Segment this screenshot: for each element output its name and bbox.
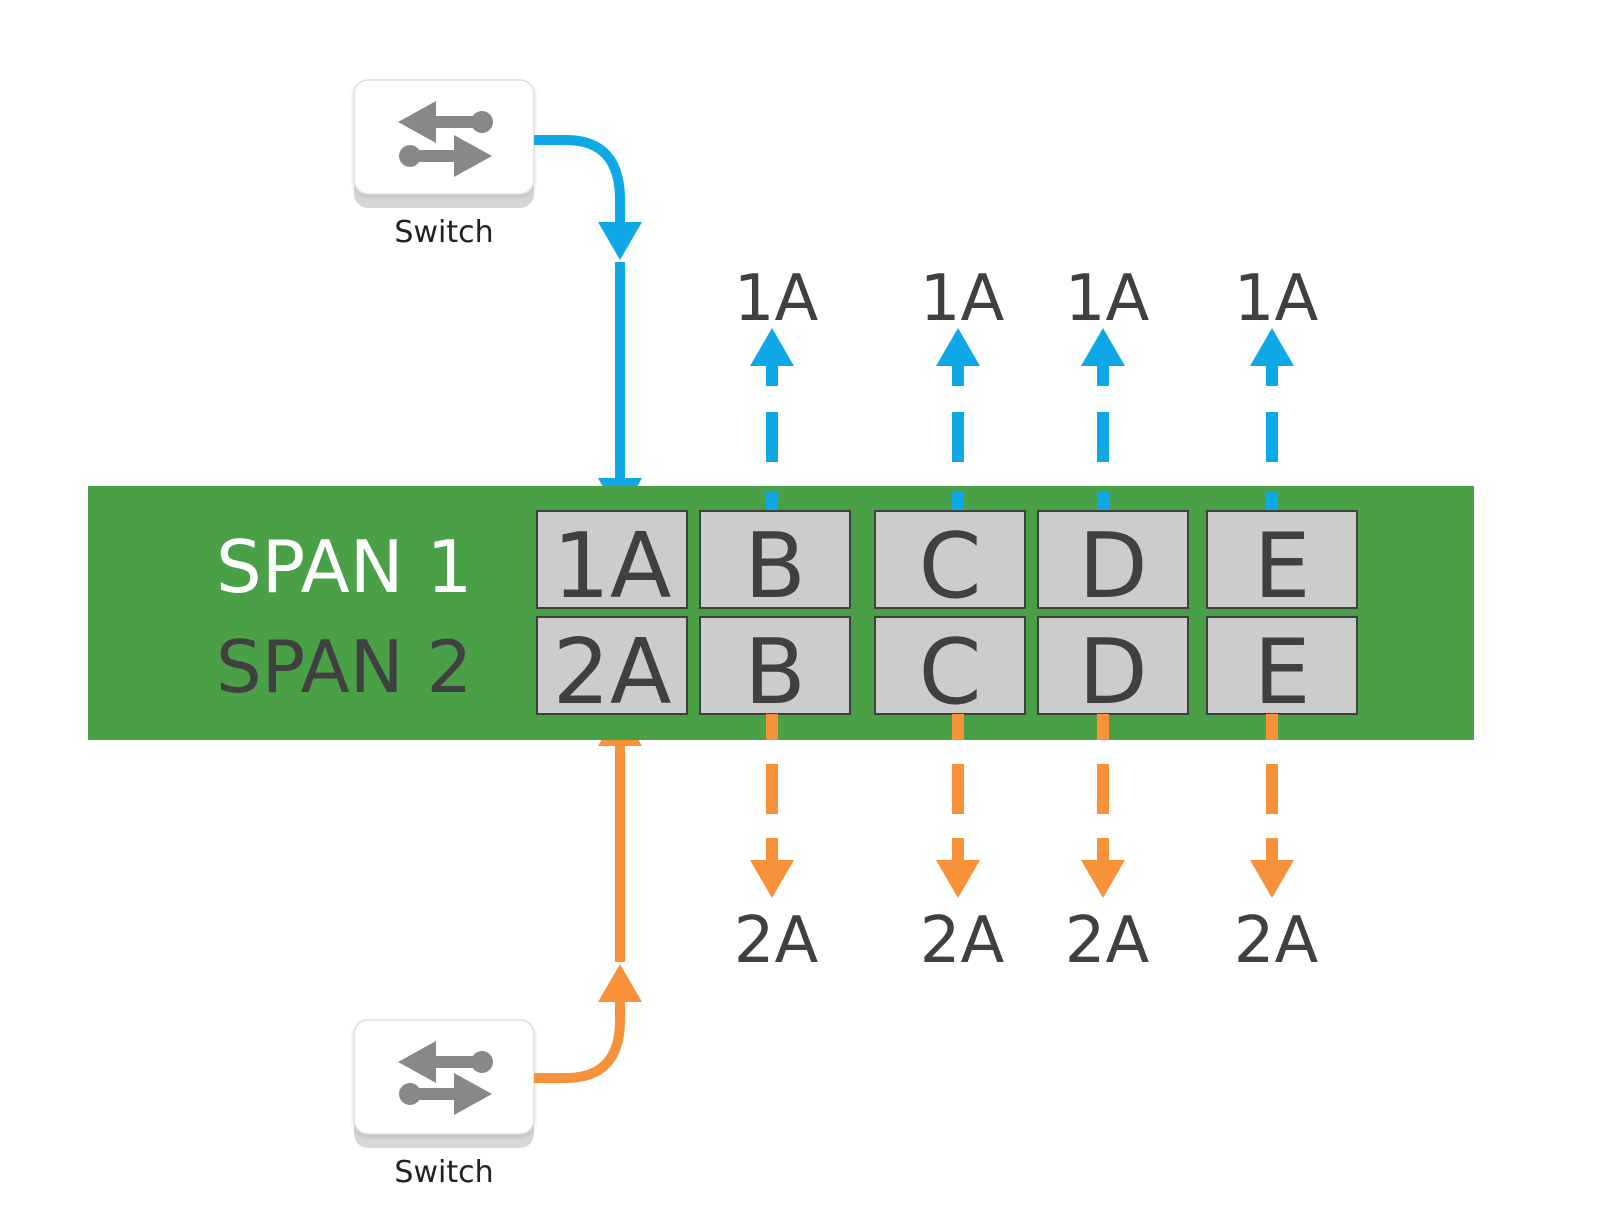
arrow-down-icon [936, 860, 980, 898]
port-label: B [744, 514, 806, 619]
span2-output-4: 2A [1234, 714, 1319, 978]
switch-label: Switch [394, 215, 493, 250]
port-label: C [919, 514, 982, 619]
arrow-down-icon [598, 222, 642, 260]
arrow-up-icon [1250, 328, 1294, 366]
span2-ingress-flow [534, 708, 642, 1083]
destination-label: 1A [1234, 262, 1319, 336]
arrow-down-icon [750, 860, 794, 898]
span2-output-1: 2A [734, 714, 819, 978]
destination-label: 2A [1234, 904, 1319, 978]
arrow-up-icon [1081, 328, 1125, 366]
span1-port-5: E [1206, 510, 1358, 619]
span1-port-1: 1A [536, 510, 688, 619]
span1-output-4: 1A [1234, 262, 1319, 510]
switch-arrows-icon [398, 1041, 493, 1115]
span2-port-2: B [699, 616, 851, 725]
span2-port-5: E [1206, 616, 1358, 725]
span1-ingress-flow [534, 135, 642, 516]
port-box [536, 510, 688, 609]
span2-port-4: D [1037, 616, 1189, 725]
span2-port-3: C [874, 616, 1026, 725]
port-label: E [1254, 620, 1311, 725]
span1-label: SPAN 1 [216, 525, 472, 609]
destination-label: 2A [734, 904, 819, 978]
span1-port-4: D [1037, 510, 1189, 619]
arrow-down-icon [1081, 860, 1125, 898]
port-box [874, 510, 1026, 609]
switch-label: Switch [394, 1155, 493, 1190]
destination-label: 1A [734, 262, 819, 336]
port-label: 2A [553, 620, 672, 725]
top-switch: Switch [353, 79, 535, 250]
span1-outputs: 1A 1A 1A 1A [734, 262, 1319, 510]
arrow-up-icon [598, 964, 642, 1002]
port-label: B [744, 620, 806, 725]
port-box [1037, 510, 1189, 609]
destination-label: 2A [920, 904, 1005, 978]
port-label: D [1078, 620, 1147, 725]
span1-port-2: B [699, 510, 851, 619]
port-box [536, 616, 688, 715]
span1-output-1: 1A [734, 262, 819, 510]
port-label: E [1254, 514, 1311, 619]
destination-label: 1A [920, 262, 1005, 336]
port-label: 1A [553, 514, 672, 619]
arrow-up-icon [750, 328, 794, 366]
span1-port-3: C [874, 510, 1026, 619]
port-label: D [1078, 514, 1147, 619]
span2-label: SPAN 2 [216, 625, 472, 709]
arrow-up-icon [936, 328, 980, 366]
port-box [874, 616, 1026, 715]
port-box [1037, 616, 1189, 715]
span2-output-2: 2A [920, 714, 1005, 978]
port-box [699, 616, 851, 715]
bottom-switch: Switch [353, 1019, 535, 1190]
span2-port-1: 2A [536, 616, 688, 725]
port-box [699, 510, 851, 609]
arrow-down-icon [1250, 860, 1294, 898]
port-label: C [919, 620, 982, 725]
span2-outputs: 2A 2A 2A 2A [734, 714, 1319, 978]
port-box [1206, 510, 1358, 609]
span1-output-3: 1A [1065, 262, 1150, 510]
switch-arrows-icon [398, 101, 493, 177]
destination-label: 1A [1065, 262, 1150, 336]
destination-label: 2A [1065, 904, 1150, 978]
span2-output-3: 2A [1065, 714, 1150, 978]
span1-output-2: 1A [920, 262, 1005, 510]
port-box [1206, 616, 1358, 715]
